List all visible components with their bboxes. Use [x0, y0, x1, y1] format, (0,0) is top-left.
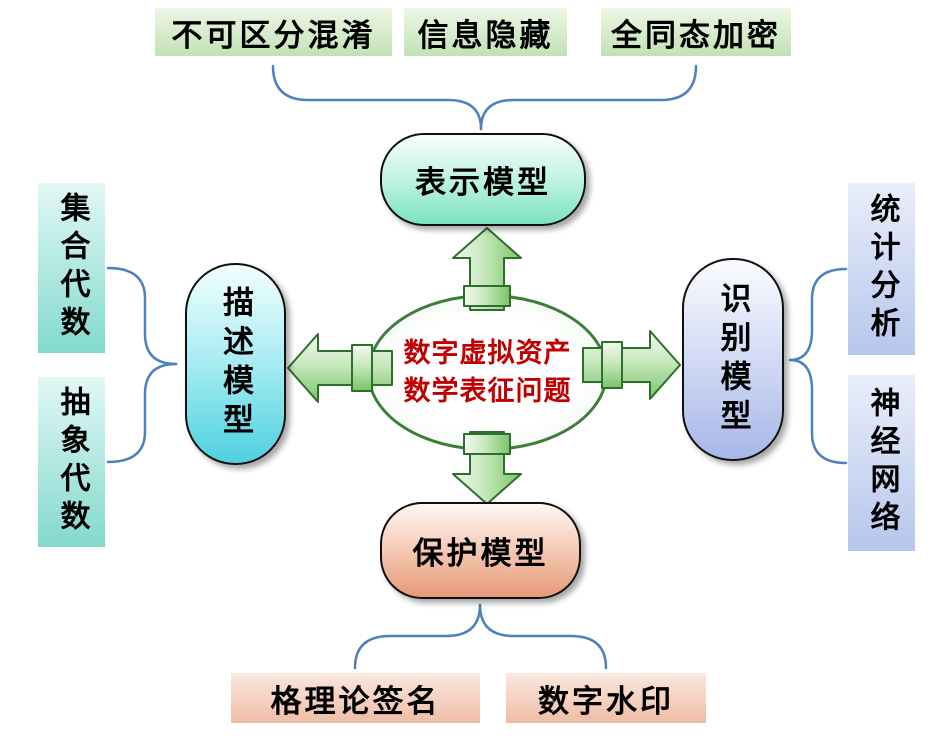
model-recognition: 识别模型	[682, 258, 784, 461]
model-representation: 表示模型	[380, 133, 586, 226]
brace-bottom	[353, 603, 608, 670]
leaf-digital-watermark: 数字水印	[506, 673, 706, 723]
model-description: 描述模型	[185, 263, 286, 465]
leaf-indistinguishability-obfuscation: 不可区分混淆	[155, 8, 392, 56]
leaf-statistical-analysis: 统计分析	[848, 183, 915, 355]
model-protection: 保护模型	[380, 502, 581, 599]
brace-top	[271, 64, 698, 131]
leaf-information-hiding: 信息隐藏	[404, 8, 567, 56]
leaf-abstract-algebra: 抽象代数	[38, 377, 105, 547]
leaf-homomorphic-encryption: 全同态加密	[601, 8, 791, 56]
brace-left	[106, 266, 178, 464]
center-title-line2: 数学表征问题	[403, 375, 572, 406]
leaf-lattice-signature: 格理论签名	[231, 673, 480, 723]
leaf-set-algebra: 集合代数	[38, 183, 105, 353]
center-title: 数字虚拟资产 数学表征问题	[367, 294, 608, 451]
leaf-neural-network: 神经网络	[848, 375, 915, 551]
center-title-line1: 数字虚拟资产	[403, 337, 572, 368]
brace-right	[788, 267, 848, 465]
